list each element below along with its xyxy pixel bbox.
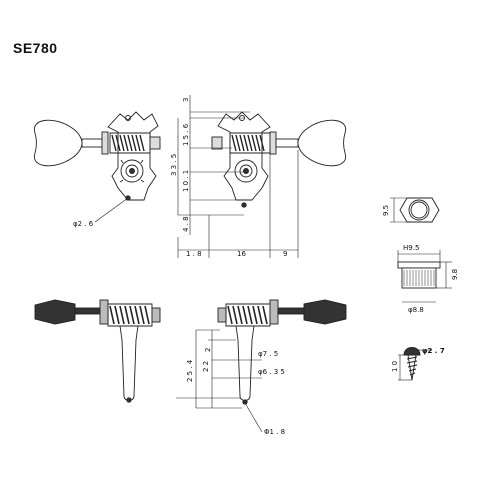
dim-16: 16 [237,250,246,258]
dim-1-8: 1 . 8 [186,250,202,258]
hole-diameter-label: φ2 . 6 [73,220,94,228]
bushing-length-label: 9.8 [451,269,459,280]
dim-15-6: 1 5 . 6 [182,123,190,146]
dim-33-5: 3 3 . 5 [170,154,178,176]
model-title: SE780 [13,40,58,56]
screw-length-label: 1 0 [391,361,399,372]
bushing-height-label: H9.5 [403,244,419,252]
dim-3: 3 [182,98,190,102]
tuner-side-left [34,299,161,403]
screw [398,347,432,381]
dim-22: 2 2 [202,361,210,372]
hex-nut [390,197,440,223]
dim-25-4: 2 5 . 4 [186,359,194,382]
dim-2: 2 [204,348,212,352]
tuner-side-right [217,299,347,405]
tuner-front-right [211,111,346,208]
dimension-lines-bottom [176,329,263,433]
post-diameter-75: φ7 . 5 [258,350,278,358]
nut-size-label: 9.5 [382,205,390,216]
dim-9: 9 [283,250,287,258]
bushing-diameter-label: φ8.8 [408,306,424,314]
dimension-lines-top [177,95,299,258]
post-diameter-635: φ6 . 3 5 [258,368,285,376]
dim-4-8: 4 . 8 [182,216,190,232]
bushing [397,250,452,303]
dim-10-1: 1 0 . 1 [182,170,190,192]
tuner-front-left [34,111,161,223]
hole-diameter-18: Φ1 . 8 [264,428,285,436]
screw-diameter-label: φ2 . 7 [422,347,445,355]
